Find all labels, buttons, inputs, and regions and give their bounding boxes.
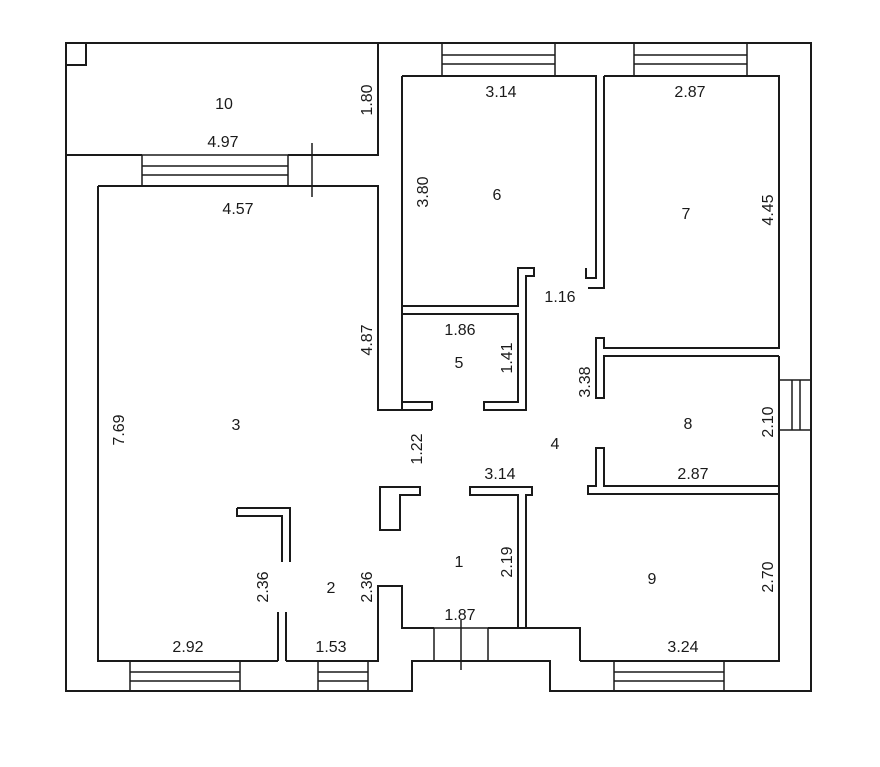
room-6-label: 6 <box>493 187 502 204</box>
dim-5-depth: 1.41 <box>499 342 516 373</box>
dim-7-depth: 4.45 <box>760 194 777 225</box>
partition-3-2 <box>236 507 291 562</box>
dim-9-depth: 2.70 <box>760 561 777 592</box>
dim-7-width: 2.87 <box>674 84 705 101</box>
dim-3-width: 4.57 <box>222 201 253 218</box>
dim-3-right: 4.87 <box>359 324 376 355</box>
room-7-wall <box>595 75 780 399</box>
dim-6-width: 3.14 <box>485 84 516 101</box>
room-9-wall <box>580 494 780 662</box>
dim-8-depth: 2.10 <box>760 406 777 437</box>
room-2-label: 2 <box>327 580 336 597</box>
column-hall <box>379 486 421 531</box>
dim-4-122: 1.22 <box>409 433 426 464</box>
room-1-label: 1 <box>455 554 464 571</box>
window-balcony <box>141 143 313 197</box>
room-8-label: 8 <box>684 416 693 433</box>
window-bottom-3 <box>129 660 241 692</box>
room-9-label: 9 <box>648 571 657 588</box>
corner-column <box>65 42 87 66</box>
dim-2-left: 2.36 <box>255 571 272 602</box>
balcony-wall <box>66 43 379 156</box>
room-3-label: 3 <box>232 417 241 434</box>
room-1-bottom <box>488 627 581 661</box>
dim-10-width: 4.97 <box>207 134 238 151</box>
dim-8-width: 2.87 <box>677 466 708 483</box>
dim-3-left: 7.69 <box>111 414 128 445</box>
dim-4-338: 3.38 <box>577 366 594 397</box>
window-right-8 <box>778 379 812 431</box>
entrance-door <box>433 620 489 670</box>
room-5-label: 5 <box>455 355 464 372</box>
partition-2-bottom <box>277 612 287 661</box>
dim-1-width: 1.87 <box>444 607 475 624</box>
partition-1-9 <box>469 486 533 629</box>
room-10-label: 10 <box>215 96 233 113</box>
dim-10-depth: 1.80 <box>359 84 376 115</box>
dim-2-right: 2.36 <box>359 571 376 602</box>
dim-5-width: 1.86 <box>444 322 475 339</box>
window-bottom-9 <box>613 660 725 692</box>
room-5-door <box>402 401 433 410</box>
room-7-label: 7 <box>682 206 691 223</box>
dim-9-width: 3.24 <box>667 639 698 656</box>
window-top-7 <box>633 42 748 77</box>
dim-2-width: 1.53 <box>315 639 346 656</box>
dim-door-116: 1.16 <box>544 289 575 306</box>
dim-1-depth: 2.19 <box>499 546 516 577</box>
window-top-6 <box>441 42 556 77</box>
window-bottom-2 <box>317 660 369 692</box>
room-4-label: 4 <box>551 436 560 453</box>
dim-3-bottom: 2.92 <box>172 639 203 656</box>
partition-6-5 <box>402 267 535 411</box>
dim-6-depth: 3.80 <box>415 176 432 207</box>
outer-wall <box>65 42 812 692</box>
dim-4-width: 3.14 <box>484 466 515 483</box>
